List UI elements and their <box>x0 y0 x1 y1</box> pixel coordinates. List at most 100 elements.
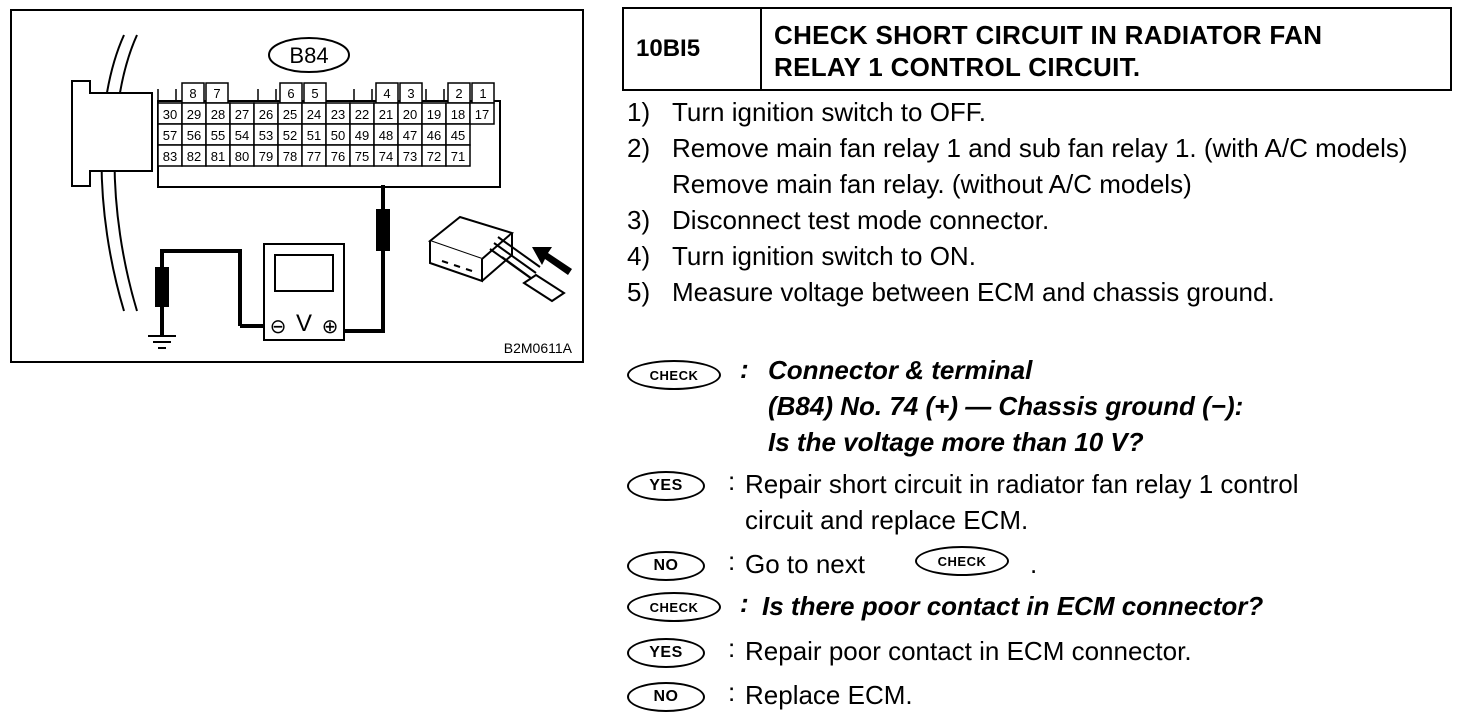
pin-number: 27 <box>235 107 249 122</box>
connector-key <box>425 89 445 102</box>
pin-number: 71 <box>451 149 465 164</box>
pin-number: 72 <box>427 149 441 164</box>
voltmeter-symbol: V <box>296 310 312 337</box>
colon: : <box>728 466 736 496</box>
pin-number: 46 <box>427 128 441 143</box>
relay-connector-sketch <box>427 215 572 303</box>
pin-number: 3 <box>407 86 414 101</box>
pin-number: 18 <box>451 107 465 122</box>
pin-number: 45 <box>451 128 465 143</box>
check1-text: Connector & terminal (B84) No. 74 (+) — … <box>768 355 1244 457</box>
pin-number: 23 <box>331 107 345 122</box>
harness-break-line <box>100 34 125 312</box>
connector-key <box>353 89 373 102</box>
colon: : <box>728 677 736 707</box>
pin-number: 81 <box>211 149 225 164</box>
connector-label: B84 <box>289 43 328 68</box>
procedure-title-line1: CHECK SHORT CIRCUIT IN RADIATOR FAN <box>774 20 1323 50</box>
pin-number: 73 <box>403 149 417 164</box>
colon: : <box>728 633 736 663</box>
no-badge: NO <box>627 682 705 712</box>
check-badge-inline: CHECK <box>915 546 1009 576</box>
pin-number: 30 <box>163 107 177 122</box>
yes-badge: YES <box>627 638 705 668</box>
pin-number: 57 <box>163 128 177 143</box>
pin-number: 22 <box>355 107 369 122</box>
no1-suffix: . <box>1030 549 1038 579</box>
pin-number: 80 <box>235 149 249 164</box>
pin-number: 74 <box>379 149 393 164</box>
step-item: 3)Disconnect test mode connector. <box>627 205 1050 235</box>
arrow-icon <box>532 247 572 275</box>
step-item: 4)Turn ignition switch to ON. <box>627 241 976 271</box>
no2-text: Replace ECM. <box>745 680 913 710</box>
pin-number: 2 <box>455 86 462 101</box>
pin-number: 26 <box>259 107 273 122</box>
pin-number: 17 <box>475 107 489 122</box>
connector-key <box>257 89 277 102</box>
pin-number: 76 <box>331 149 345 164</box>
pin-number: 4 <box>383 86 390 101</box>
step-item: 2)Remove main fan relay 1 and sub fan re… <box>627 133 1408 163</box>
pin-number: 6 <box>287 86 294 101</box>
pin-number: 28 <box>211 107 225 122</box>
pin-number: 29 <box>187 107 201 122</box>
yes2-text: Repair poor contact in ECM connector. <box>745 636 1192 666</box>
negative-terminal: ⊖ <box>270 314 287 338</box>
no1-prefix: Go to next <box>745 549 865 579</box>
pin-number: 77 <box>307 149 321 164</box>
no-badge: NO <box>627 551 705 581</box>
check-badge: CHECK <box>627 592 721 622</box>
pin-cell <box>469 102 495 125</box>
connector-latch <box>71 80 153 187</box>
negative-probe <box>155 267 169 307</box>
step-item: 5)Measure voltage between ECM and chassi… <box>627 277 1275 307</box>
step-item: Remove main fan relay. (without A/C mode… <box>672 169 1192 199</box>
pin-number: 79 <box>259 149 273 164</box>
pin-number: 75 <box>355 149 369 164</box>
pin-number: 7 <box>213 86 220 101</box>
pin-number: 47 <box>403 128 417 143</box>
pin-number: 82 <box>187 149 201 164</box>
positive-probe <box>376 209 390 251</box>
pin-number: 48 <box>379 128 393 143</box>
pin-number: 20 <box>403 107 417 122</box>
colon: : <box>740 588 749 618</box>
pin-number: 52 <box>283 128 297 143</box>
pin-number: 8 <box>189 86 196 101</box>
pin-number: 51 <box>307 128 321 143</box>
pin-number: 54 <box>235 128 249 143</box>
procedure-code: 10BI5 <box>624 9 762 89</box>
check-badge: CHECK <box>627 360 721 390</box>
yes1-text: Repair short circuit in radiator fan rel… <box>745 469 1299 535</box>
pin-number: 78 <box>283 149 297 164</box>
connector-key <box>157 89 177 102</box>
pin-number: 25 <box>283 107 297 122</box>
voltmeter-display <box>274 254 334 292</box>
step-item: 1)Turn ignition switch to OFF. <box>627 97 987 127</box>
procedure-header: 10BI5 CHECK SHORT CIRCUIT IN RADIATOR FA… <box>622 7 1452 91</box>
pin-number: 56 <box>187 128 201 143</box>
procedure-title: CHECK SHORT CIRCUIT IN RADIATOR FAN RELA… <box>762 9 1450 89</box>
pin-number: 83 <box>163 149 177 164</box>
pin-number: 21 <box>379 107 393 122</box>
pin-number: 55 <box>211 128 225 143</box>
step-list: 1)Turn ignition switch to OFF. 2)Remove … <box>627 94 1467 310</box>
figure-code: B2M0611A <box>504 340 573 356</box>
pin-number: 53 <box>259 128 273 143</box>
negative-probe-wire <box>160 249 242 336</box>
colon: : <box>740 354 749 384</box>
connector-label-oval <box>268 37 350 73</box>
positive-terminal: ⊕ <box>322 314 339 338</box>
harness-break-line <box>113 34 138 312</box>
pin-number: 1 <box>479 86 486 101</box>
pin-number: 49 <box>355 128 369 143</box>
pin-number: 19 <box>427 107 441 122</box>
yes-badge: YES <box>627 471 705 501</box>
colon: : <box>728 546 736 576</box>
pin-cell <box>445 144 471 167</box>
pin-number: 50 <box>331 128 345 143</box>
